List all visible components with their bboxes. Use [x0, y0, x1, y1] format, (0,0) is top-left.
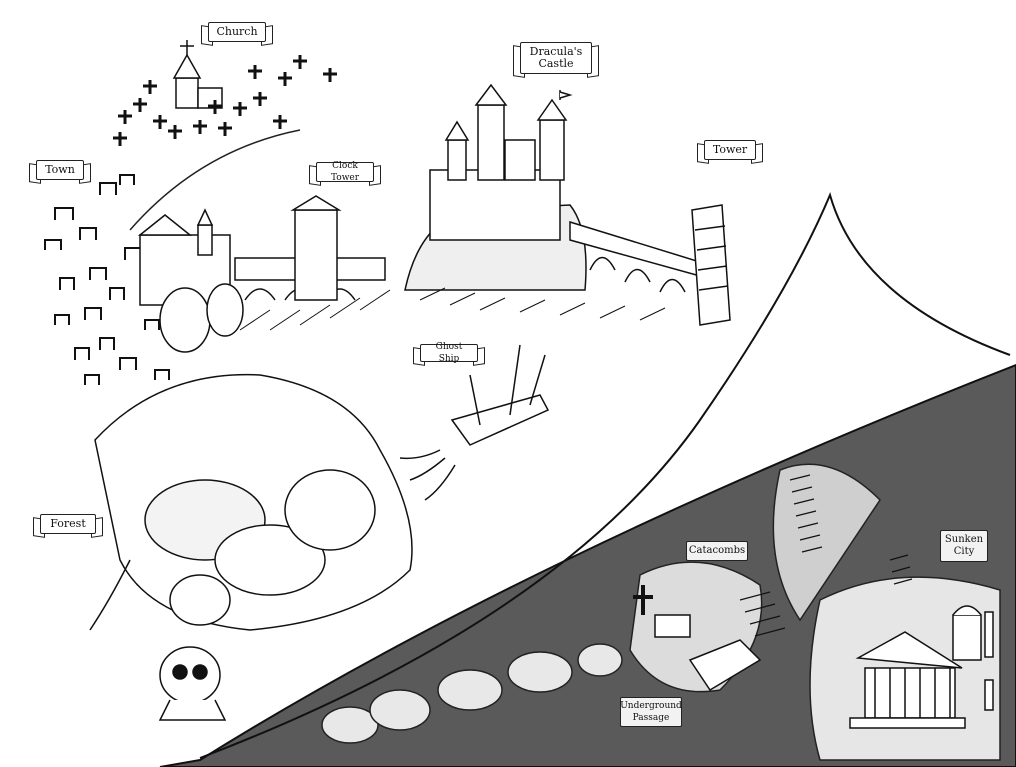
ghost-ship-drawing — [399, 344, 550, 501]
cliff-curve — [199, 191, 1011, 759]
label-clock-tower: Clock Tower — [316, 161, 374, 183]
catacombs-drawing — [633, 585, 762, 692]
graveyard-crosses — [113, 55, 337, 146]
draculas-castle-drawing — [404, 83, 587, 291]
label-ghost-ship: Ghost Ship — [420, 342, 478, 364]
label-town: Town — [36, 160, 84, 180]
hillside — [129, 129, 301, 231]
church-drawing — [172, 40, 223, 109]
tower-bridge — [569, 220, 701, 293]
label-draculas-castle: Dracula's Castle — [520, 42, 592, 74]
cave-passage — [772, 463, 881, 622]
label-tower: Tower — [704, 140, 756, 160]
label-sunken-city: Sunken City — [940, 530, 988, 562]
label-church: Church — [208, 22, 266, 42]
label-forest: Forest — [40, 514, 96, 534]
clock-tower-bridge — [234, 195, 386, 301]
forest-drawing — [89, 373, 413, 631]
underground-passage-rocks — [321, 643, 623, 744]
label-catacombs: Catacombs — [686, 541, 748, 561]
label-underground-passage: Underground Passage — [620, 697, 682, 727]
skull-drawing — [158, 646, 227, 721]
sunken-city-temple — [849, 605, 994, 729]
town-cluster — [137, 208, 244, 353]
tower-drawing — [691, 204, 731, 326]
shore-hatching — [239, 287, 666, 331]
cave-stairs — [739, 474, 913, 637]
